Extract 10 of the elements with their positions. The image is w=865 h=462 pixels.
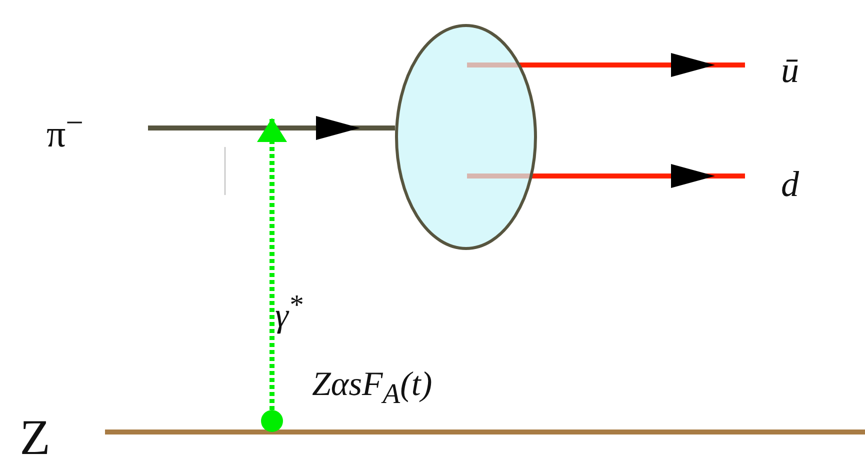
particle-line bbox=[148, 116, 395, 140]
photon-line bbox=[257, 118, 287, 410]
form-factor-label: ZαsF$_{A}$(t) bbox=[312, 368, 432, 410]
particle-symbol: ū bbox=[781, 52, 799, 88]
particle-symbol: Z bbox=[20, 412, 50, 462]
vertex-dot bbox=[261, 410, 283, 432]
blob-ellipse bbox=[395, 24, 537, 250]
particle-symbol: d bbox=[781, 166, 799, 202]
particle-symbol: π$^{−}$ bbox=[46, 106, 84, 154]
particle-line bbox=[105, 430, 865, 434]
